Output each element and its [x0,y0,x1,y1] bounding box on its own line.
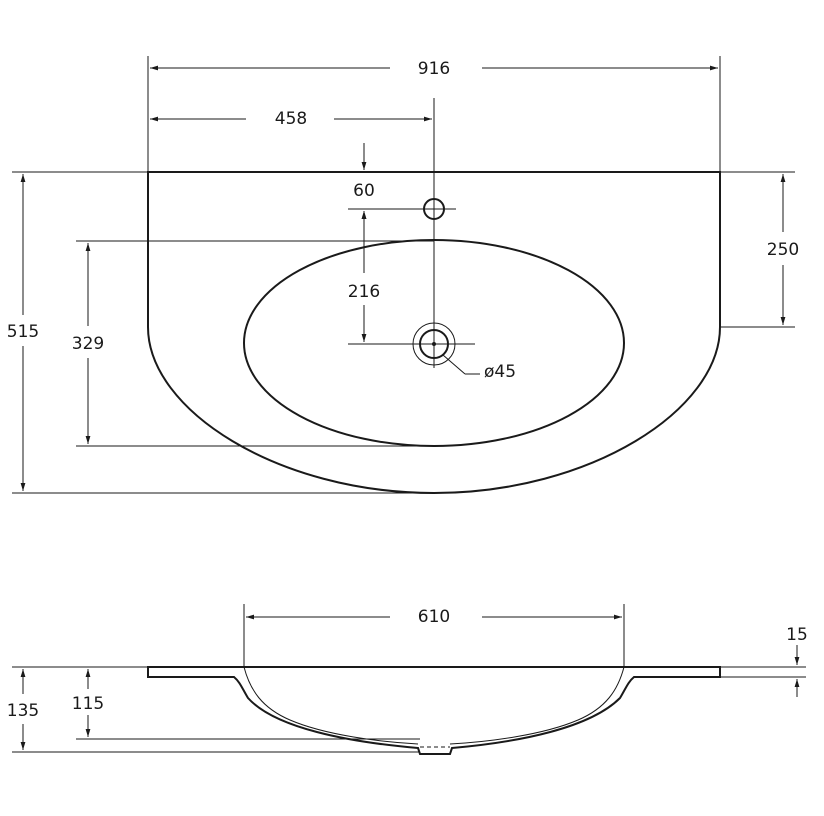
rim-outline [147,666,721,755]
bowl-inner-line-right [449,666,625,745]
bowl-inner-line [243,666,419,745]
top-view: 916 458 60 216 250 515 329 ø45 [7,56,799,495]
dim-overall-height: 135 [7,701,39,721]
dim-rim-thickness: 15 [786,625,808,645]
dim-tap-hole-offset: 60 [353,181,375,201]
dim-overall-depth: 515 [7,322,39,342]
dim-half-width: 458 [275,109,307,129]
drain-leader [442,354,466,375]
dim-overall-width: 916 [418,59,450,79]
dim-back-depth: 250 [767,240,799,260]
side-view: 610 15 135 115 [7,604,808,755]
basin-outline [147,171,721,495]
dim-drain-diameter: ø45 [484,362,516,382]
dim-bowl-offset: 216 [348,282,380,302]
dim-bowl-width: 610 [418,607,450,627]
dim-bowl-height: 115 [72,694,104,714]
dim-bowl-depth: 329 [72,334,104,354]
